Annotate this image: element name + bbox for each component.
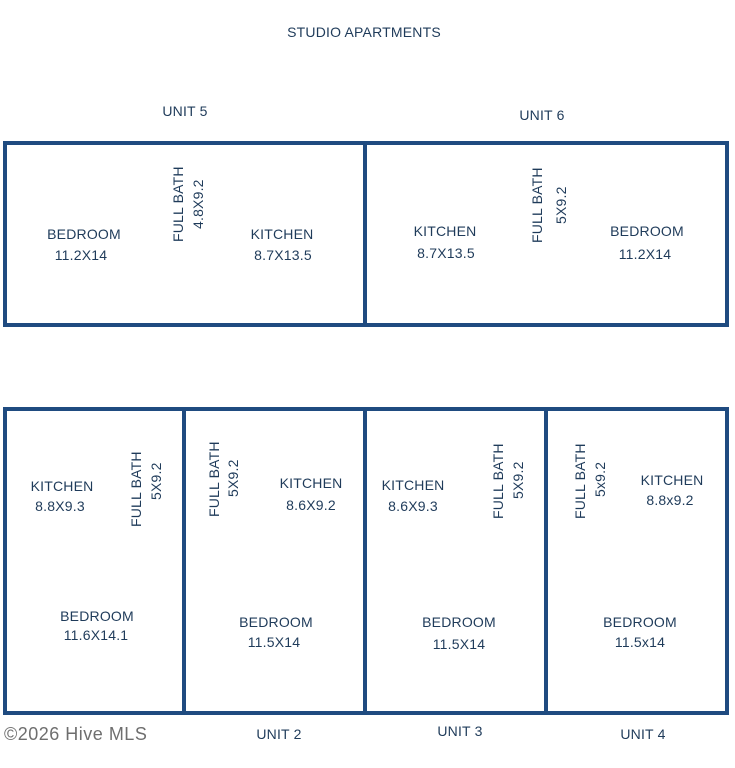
unit-2-bedroom-name: BEDROOM (239, 614, 313, 630)
unit-3-bedroom-size: 11.5X14 (432, 636, 486, 652)
unit-4-kitchen-size: 8.8x9.2 (646, 492, 694, 508)
unit-6-bedroom-name: BEDROOM (610, 223, 684, 239)
unit-2-bedroom-size: 11.5X14 (247, 634, 301, 650)
unit-5-bath-name: FULL BATH (170, 166, 186, 242)
unit-3-4-wall (544, 407, 548, 715)
unit-5-kitchen-name: KITCHEN (250, 226, 314, 242)
unit-3-bath-size: 5X9.2 (510, 461, 526, 499)
unit-1-kitchen-name: KITCHEN (30, 478, 94, 494)
unit-3-kitchen-size: 8.6X9.3 (388, 498, 438, 514)
unit-2-label: UNIT 2 (256, 726, 302, 742)
unit-1-2-wall (182, 407, 186, 715)
unit-1-bath-name: FULL BATH (128, 451, 144, 527)
unit-2-kitchen-size: 8.6X9.2 (286, 497, 336, 513)
unit-6-bath-size: 5X9.2 (553, 186, 569, 224)
unit-6-bath-name: FULL BATH (529, 167, 545, 243)
unit-4-kitchen-name: KITCHEN (640, 472, 704, 488)
unit-2-bath-size: 5X9.2 (225, 459, 241, 497)
unit-2-bath-name: FULL BATH (206, 441, 222, 517)
unit-1-kitchen-size: 8.8X9.3 (35, 498, 85, 514)
unit-5-6-wall (363, 141, 367, 327)
unit-4-bedroom-name: BEDROOM (603, 614, 677, 630)
page-title: STUDIO APARTMENTS (287, 24, 441, 40)
unit-3-bath-name: FULL BATH (490, 443, 506, 519)
unit-5-bedroom-name: BEDROOM (47, 226, 121, 242)
unit-2-kitchen-name: KITCHEN (279, 475, 343, 491)
unit-5-bedroom-size: 11.2X14 (54, 247, 108, 263)
unit-3-bedroom-name: BEDROOM (422, 614, 496, 630)
unit-6-bedroom-size: 11.2X14 (618, 246, 672, 262)
unit-6-label: UNIT 6 (519, 107, 565, 123)
unit-5-kitchen-size: 8.7X13.5 (254, 247, 312, 263)
unit-1-bedroom-name: BEDROOM (60, 608, 134, 624)
unit-2-3-wall (363, 407, 367, 715)
unit-4-bath-name: FULL BATH (572, 443, 588, 519)
unit-1-bedroom-size: 11.6X14.1 (63, 627, 129, 643)
mls-watermark: ©2026 Hive MLS (4, 724, 148, 744)
unit-6-kitchen-size: 8.7X13.5 (417, 245, 475, 261)
unit-6-kitchen-name: KITCHEN (413, 223, 477, 239)
unit-5-bath-size: 4.8X9.2 (190, 179, 206, 229)
unit-4-label: UNIT 4 (620, 726, 666, 742)
unit-4-bath-size: 5x9.2 (592, 461, 608, 497)
unit-4-bedroom-size: 11.5x14 (614, 634, 666, 650)
unit-5-label: UNIT 5 (162, 103, 208, 119)
unit-3-label: UNIT 3 (437, 723, 483, 739)
unit-3-kitchen-name: KITCHEN (381, 477, 445, 493)
unit-1-bath-size: 5X9.2 (148, 462, 164, 500)
